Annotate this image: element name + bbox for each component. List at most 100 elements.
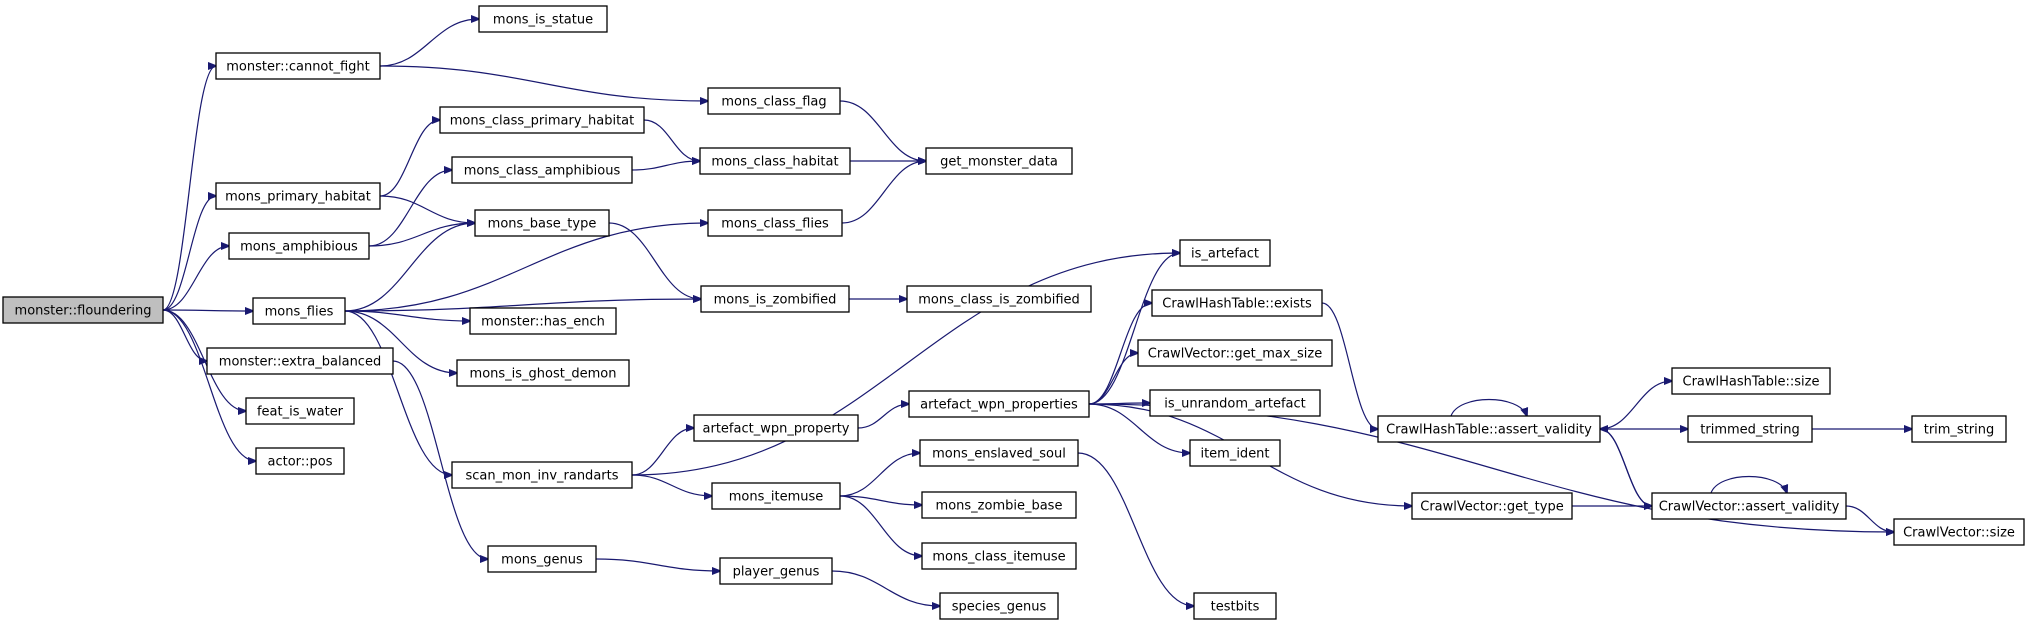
node-label: mons_enslaved_soul	[932, 447, 1066, 462]
node-cannot-fight[interactable]: monster::cannot_fight	[215, 52, 381, 80]
node-label: mons_is_zombified	[714, 293, 837, 308]
node-scan-mon-inv-randarts[interactable]: scan_mon_inv_randarts	[451, 461, 633, 489]
edge-mons-flies-to-mons-class-flies	[344, 223, 708, 312]
node-mons-amphibious[interactable]: mons_amphibious	[228, 232, 370, 260]
node-mons-enslaved-soul[interactable]: mons_enslaved_soul	[919, 439, 1079, 467]
node-hash-assert-validity[interactable]: CrawlHashTable::assert_validity	[1377, 415, 1601, 443]
node-hash-exists[interactable]: CrawlHashTable::exists	[1151, 289, 1323, 317]
node-mons-itemuse[interactable]: mons_itemuse	[711, 482, 841, 510]
edge-mons-flies-to-scan-mon-inv-randarts	[344, 310, 452, 475]
node-label: trimmed_string	[1700, 423, 1799, 438]
node-mons-class-flag[interactable]: mons_class_flag	[707, 87, 841, 115]
edge-mons-amphibious-to-mons-base-type	[368, 223, 475, 247]
node-vec-get-type[interactable]: CrawlVector::get_type	[1411, 492, 1573, 520]
node-label: player_genus	[733, 565, 820, 580]
node-mons-zombie-base[interactable]: mons_zombie_base	[921, 491, 1077, 519]
edge-hash-assert-validity-to-hash-size	[1599, 381, 1672, 430]
node-box	[707, 87, 841, 115]
node-label: monster::has_ench	[481, 315, 605, 330]
edge-scan-mon-inv-randarts-to-mons-itemuse	[631, 474, 712, 496]
node-is-artefact[interactable]: is_artefact	[1179, 239, 1271, 267]
node-hash-size[interactable]: CrawlHashTable::size	[1671, 367, 1831, 395]
node-mons-is-statue[interactable]: mons_is_statue	[478, 5, 608, 33]
node-box	[487, 545, 597, 573]
node-label: mons_amphibious	[240, 240, 358, 255]
node-box	[1179, 239, 1271, 267]
node-box	[451, 156, 633, 184]
node-label: mons_zombie_base	[936, 499, 1063, 514]
node-label: CrawlVector::size	[1903, 526, 2015, 541]
node-box	[921, 542, 1077, 570]
node-box	[478, 5, 608, 33]
node-testbits[interactable]: testbits	[1193, 592, 1277, 620]
node-artefact-wpn-property[interactable]: artefact_wpn_property	[693, 414, 859, 442]
node-label: trim_string	[1924, 423, 1995, 438]
node-floundering[interactable]: monster::floundering	[2, 296, 164, 324]
edge-cannot-fight-to-mons-is-statue	[379, 19, 479, 67]
node-mons-primary-habitat[interactable]: mons_primary_habitat	[215, 182, 381, 210]
node-player-genus[interactable]: player_genus	[719, 557, 833, 585]
node-mons-flies[interactable]: mons_flies	[252, 297, 346, 325]
node-vec-size[interactable]: CrawlVector::size	[1893, 518, 2025, 546]
node-mons-is-ghost-demon[interactable]: mons_is_ghost_demon	[456, 359, 630, 387]
node-label: monster::extra_balanced	[219, 355, 381, 370]
edge-mons-flies-to-mons-is-zombified	[344, 299, 701, 312]
node-label: actor::pos	[267, 455, 332, 470]
node-label: mons_itemuse	[729, 490, 824, 505]
nodes: monster::floundering monster::cannot_figh…	[2, 5, 2025, 620]
node-box	[925, 147, 1073, 175]
node-is-unrandom-artefact[interactable]: is_unrandom_artefact	[1149, 389, 1321, 417]
edge-mons-flies-to-mons-base-type	[344, 223, 475, 312]
node-label: mons_genus	[501, 553, 583, 568]
node-artefact-wpn-properties[interactable]: artefact_wpn_properties	[908, 390, 1090, 418]
node-label: CrawlHashTable::assert_validity	[1386, 423, 1592, 438]
node-get-monster-data[interactable]: get_monster_data	[925, 147, 1073, 175]
node-vec-assert-validity[interactable]: CrawlVector::assert_validity	[1651, 492, 1847, 520]
node-species-genus[interactable]: species_genus	[939, 592, 1059, 620]
node-mons-class-itemuse[interactable]: mons_class_itemuse	[921, 542, 1077, 570]
node-box	[1193, 592, 1277, 620]
node-label: monster::cannot_fight	[226, 60, 370, 75]
node-trim-string[interactable]: trim_string	[1911, 415, 2007, 443]
node-item-ident[interactable]: item_ident	[1189, 439, 1281, 467]
node-box	[215, 52, 381, 80]
edge-artefact-wpn-properties-to-hash-exists	[1088, 303, 1152, 405]
node-label: mons_class_primary_habitat	[450, 114, 635, 129]
node-label: mons_class_amphibious	[464, 164, 621, 179]
edge-hash-assert-validity-to-hash-assert-validity	[1450, 399, 1527, 417]
node-mons-genus[interactable]: mons_genus	[487, 545, 597, 573]
node-box	[255, 447, 345, 475]
edge-mons-primary-habitat-to-mons-base-type	[379, 195, 475, 223]
node-label: CrawlVector::get_type	[1420, 500, 1563, 515]
node-mons-class-amphibious[interactable]: mons_class_amphibious	[451, 156, 633, 184]
node-box	[215, 182, 381, 210]
node-box	[700, 285, 850, 313]
node-mons-class-flies[interactable]: mons_class_flies	[707, 209, 843, 237]
node-mons-is-zombified[interactable]: mons_is_zombified	[700, 285, 850, 313]
edge-mons-base-type-to-mons-is-zombified	[608, 222, 701, 299]
node-mons-class-is-zombified[interactable]: mons_class_is_zombified	[906, 285, 1092, 313]
node-mons-class-primary-habitat[interactable]: mons_class_primary_habitat	[439, 106, 645, 134]
edge-floundering-to-extra-balanced	[162, 309, 207, 361]
node-label: mons_primary_habitat	[225, 190, 371, 205]
node-box	[939, 592, 1059, 620]
node-box	[699, 147, 851, 175]
node-has-ench[interactable]: monster::has_ench	[469, 307, 617, 335]
node-extra-balanced[interactable]: monster::extra_balanced	[206, 347, 394, 375]
node-feat-is-water[interactable]: feat_is_water	[245, 397, 355, 425]
edge-mons-itemuse-to-mons-class-itemuse	[839, 495, 922, 556]
node-trimmed-string[interactable]: trimmed_string	[1687, 415, 1813, 443]
node-box	[1651, 492, 1847, 520]
node-mons-base-type[interactable]: mons_base_type	[474, 209, 610, 237]
edge-extra-balanced-to-mons-genus	[392, 360, 488, 559]
node-actor-pos[interactable]: actor::pos	[255, 447, 345, 475]
node-box	[921, 491, 1077, 519]
edge-scan-mon-inv-randarts-to-artefact-wpn-property	[631, 428, 694, 476]
node-box	[252, 297, 346, 325]
node-vec-get-max-size[interactable]: CrawlVector::get_max_size	[1137, 339, 1333, 367]
node-mons-class-habitat[interactable]: mons_class_habitat	[699, 147, 851, 175]
node-label: CrawlHashTable::exists	[1162, 297, 1312, 312]
edge-hash-exists-to-hash-assert-validity	[1321, 302, 1378, 429]
edge-cannot-fight-to-mons-class-flag	[379, 65, 708, 101]
node-box	[1149, 389, 1321, 417]
